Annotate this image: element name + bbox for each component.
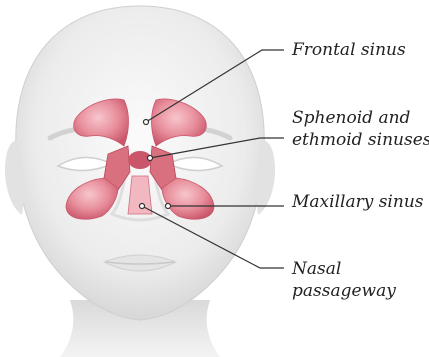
label-frontal-text: Frontal sinus xyxy=(292,40,406,60)
label-sphenoid-ethmoid: Sphenoid and ethmoid sinuses xyxy=(292,107,429,151)
label-nasal-line2: passageway xyxy=(292,280,396,302)
label-sphenoid-line1: Sphenoid and xyxy=(292,107,429,129)
label-nasal-passageway: Nasal passageway xyxy=(292,258,396,302)
label-maxillary-text: Maxillary sinus xyxy=(292,192,424,212)
label-frontal-sinus: Frontal sinus xyxy=(292,39,406,61)
label-nasal-line1: Nasal xyxy=(292,258,396,280)
label-sphenoid-line2: ethmoid sinuses xyxy=(292,129,429,151)
label-maxillary-sinus: Maxillary sinus xyxy=(292,191,424,213)
